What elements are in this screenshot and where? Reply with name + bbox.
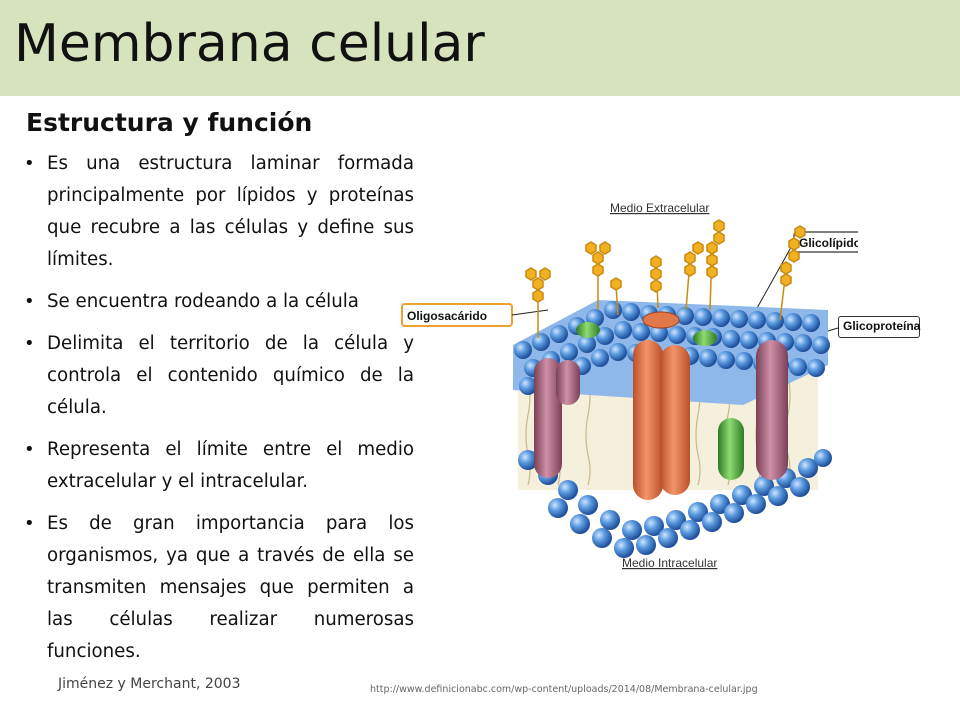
sugar-chain-1 xyxy=(525,267,551,338)
label-oligosaccharide: Oligosacárido xyxy=(407,309,487,323)
glycoprotein-label-box: Glicoproteína xyxy=(838,316,920,338)
protein-orange-channel xyxy=(633,311,690,500)
membrane-diagram: Medio Extracelular Medio Intracelular Gl… xyxy=(401,201,858,570)
protein-pink-right xyxy=(756,340,788,480)
label-oligosaccharide-box: Oligosacárido xyxy=(401,303,513,327)
bullet-text: Delimita el territorio de la célula y co… xyxy=(47,333,414,418)
bullet-text: Es una estructura laminar formada princi… xyxy=(47,153,414,270)
phospholipid-heads-bottom xyxy=(518,449,832,558)
sugar-chain-5 xyxy=(706,219,725,311)
bullet-dot-icon: • xyxy=(24,513,35,534)
title-bar: Membrana celular xyxy=(0,0,960,96)
protein-pink-left xyxy=(534,358,580,478)
sugar-chain-7 xyxy=(610,277,622,316)
bullet-item: • Delimita el territorio de la célula y c… xyxy=(22,328,414,424)
sugar-chains xyxy=(525,219,806,338)
sugar-chain-6 xyxy=(779,225,806,321)
bullet-item: • Es una estructura laminar formada princ… xyxy=(22,148,414,276)
bullet-item: • Representa el límite entre el medio ext… xyxy=(22,434,414,498)
label-glycolipid-box: Glicolípido xyxy=(793,231,858,253)
label-intracellular: Medio Intracelular xyxy=(622,556,717,570)
bullet-dot-icon: • xyxy=(24,153,35,174)
callout-line-oligosaccharide xyxy=(511,309,549,316)
label-extracellular: Medio Extracelular xyxy=(610,201,709,215)
bullet-text: Es de gran importancia para los organism… xyxy=(47,513,414,662)
slide-title: Membrana celular xyxy=(14,14,485,74)
label-glycolipid: Glicolípido xyxy=(799,236,858,250)
sugar-chain-4 xyxy=(684,241,704,311)
phospholipid-heads-top xyxy=(514,301,830,395)
bullet-list: • Es una estructura laminar formada princ… xyxy=(22,148,414,678)
sugar-chain-2 xyxy=(585,241,611,310)
label-glycoprotein: Glicoproteína xyxy=(843,319,921,333)
sugar-chain-3 xyxy=(650,255,662,309)
citation: Jiménez y Merchant, 2003 xyxy=(58,676,241,692)
bullet-item: • Es de gran importancia para los organis… xyxy=(22,508,414,668)
bullet-dot-icon: • xyxy=(24,333,35,354)
source-url: http://www.definicionabc.com/wp-content/… xyxy=(370,684,758,695)
bullet-item: • Se encuentra rodeando a la célula xyxy=(22,286,414,318)
bullet-dot-icon: • xyxy=(24,291,35,312)
protein-green xyxy=(576,322,744,480)
bullet-text: Representa el límite entre el medio extr… xyxy=(47,439,414,492)
bullet-text: Se encuentra rodeando a la célula xyxy=(47,291,359,312)
slide-subtitle: Estructura y función xyxy=(26,108,313,137)
bullet-dot-icon: • xyxy=(24,439,35,460)
